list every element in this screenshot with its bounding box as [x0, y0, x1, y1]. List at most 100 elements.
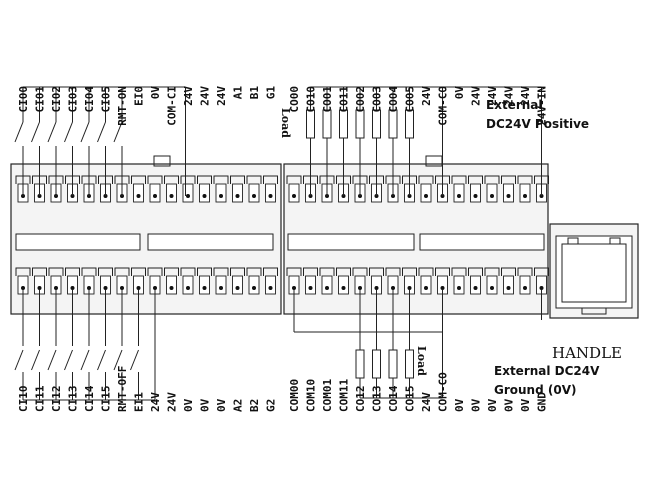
- top-right-pin-label: 24V: [470, 86, 483, 106]
- bottom-left-pin-label: 24V: [166, 392, 179, 412]
- handle-label: HANDLE: [552, 344, 622, 362]
- top-left-pin-label: CI05: [100, 86, 113, 113]
- bottom-left-pin-label: CI13: [67, 386, 80, 413]
- top-right-pin-label: 24V: [503, 86, 516, 106]
- switch-contact: [14, 349, 24, 371]
- external-ground-label-2: Ground (0V): [494, 383, 576, 397]
- bottom-right-pin-label: COM00: [288, 379, 301, 412]
- bottom-left-pin-label: 0V: [199, 398, 212, 412]
- top-right-pin-label: CO04: [387, 86, 400, 113]
- bottom-left-pin-label: A2: [232, 399, 245, 412]
- top-left-pin-label: CI04: [83, 86, 96, 113]
- bottom-left-pin-label: CI12: [50, 386, 63, 413]
- top-left-pin-label: CI02: [50, 86, 63, 113]
- top-left-pin-label: COM-CI: [166, 86, 179, 126]
- bottom-right-pin-label: 24V: [420, 392, 433, 412]
- right-bottom-terminals: [286, 267, 549, 295]
- bottom-left-pin-label: RMT-OFF: [116, 366, 129, 412]
- bottom-right-pin-label: CO15: [404, 386, 417, 413]
- switch-contact: [64, 121, 73, 143]
- top-right-pin-label: 24V: [519, 86, 532, 106]
- bottom-left-pin-label: CI10: [17, 386, 30, 413]
- external-ground-label-1: External DC24V: [494, 364, 600, 378]
- switch-contact: [113, 349, 123, 371]
- switch-contact: [47, 121, 57, 143]
- right-label-strip-b: [419, 233, 545, 251]
- load-resistor: [372, 109, 381, 139]
- top-right-pin-label: CO03: [371, 86, 384, 113]
- bottom-right-pin-label: CO14: [387, 385, 400, 412]
- switch-contact: [80, 349, 90, 371]
- bottom-left-pin-label: CI14: [83, 385, 96, 412]
- bottom-right-pin-label: 0V: [503, 398, 516, 412]
- bottom-right-pin-label: CO13: [371, 386, 384, 413]
- top-left-pin-label: B1: [248, 86, 261, 100]
- bottom-right-pin-label: 0V: [470, 398, 483, 412]
- switch-contact: [14, 121, 24, 143]
- top-left-pin-label: 24V: [215, 86, 228, 106]
- switch-contact: [97, 121, 106, 143]
- top-left-pin-label: EI0: [133, 86, 146, 106]
- top-right-pin-label: COM-CO: [437, 86, 450, 126]
- top-left-pin-label: CI00: [17, 86, 30, 113]
- external-positive-label-1: External: [486, 98, 542, 112]
- top-left-pin-label: CI03: [67, 86, 80, 113]
- top-left-pin-label: 0V: [149, 86, 162, 100]
- switch-contact: [47, 349, 57, 371]
- bottom-right-pin-label: 0V: [519, 398, 532, 412]
- load-resistor: [372, 349, 381, 379]
- left-bottom-terminals: [15, 267, 278, 295]
- bottom-right-pin-label: COM11: [338, 379, 351, 412]
- bottom-left-pin-label: CI15: [100, 386, 113, 413]
- top-left-pin-label: A1: [232, 86, 245, 100]
- bottom-right-pin-label: 0V: [486, 398, 499, 412]
- load-label-bottom: Load: [415, 346, 428, 376]
- top-left-pin-label: CI01: [34, 86, 47, 113]
- top-left-pin-label: 24V: [182, 86, 195, 106]
- bottom-left-pin-label: CI11: [34, 385, 47, 412]
- top-right-pin-label: CO02: [354, 86, 367, 113]
- load-resistor: [355, 349, 365, 379]
- top-left-pin-label: 24V: [199, 86, 212, 106]
- left-polarity-key: [153, 155, 171, 167]
- top-right-pin-label: CO01: [321, 86, 334, 113]
- load-resistor: [388, 349, 398, 379]
- bottom-right-pin-label: COM10: [305, 379, 318, 412]
- top-right-pin-label: CO00: [288, 86, 301, 113]
- switch-contact: [97, 349, 106, 371]
- bottom-left-pin-label: 0V: [215, 398, 228, 412]
- bottom-right-pin-label: GND: [536, 392, 549, 412]
- bottom-right-pin-label: COM-CO: [437, 372, 450, 412]
- top-right-pin-label: 24V-IN: [536, 86, 549, 126]
- bottom-left-pin-label: EI1: [133, 392, 146, 412]
- load-resistor: [405, 349, 414, 379]
- bottom-right-pin-label: 0V: [453, 398, 466, 412]
- bottom-left-pin-label: G2: [265, 399, 278, 412]
- switch-contact: [31, 121, 40, 143]
- load-resistor: [355, 109, 365, 139]
- switch-contact: [64, 349, 73, 371]
- top-right-pin-label: CO10: [305, 86, 318, 113]
- top-left-pin-label: RMT-ON: [116, 86, 129, 126]
- left-label-strip-b: [147, 233, 274, 251]
- top-right-pin-label: CO05: [404, 86, 417, 113]
- load-label-top: Load: [279, 108, 292, 138]
- load-resistor: [339, 109, 348, 139]
- top-right-pin-label: 0V: [453, 86, 466, 100]
- bottom-left-pin-label: 0V: [182, 398, 195, 412]
- top-right-pin-label: CO11: [338, 86, 351, 113]
- switch-contact: [80, 121, 90, 143]
- load-resistor: [388, 109, 398, 139]
- top-right-pin-label: 24V: [420, 86, 433, 106]
- bottom-right-pin-label: COM01: [321, 379, 334, 412]
- load-resistor: [405, 109, 414, 139]
- switch-contact: [130, 349, 139, 371]
- load-resistor: [306, 109, 315, 139]
- top-right-pin-label: 24V: [486, 86, 499, 106]
- bottom-right-pin-label: CO12: [354, 386, 367, 413]
- handle-connector: [549, 223, 639, 319]
- bottom-left-pin-label: B2: [248, 399, 261, 412]
- load-resistor: [322, 109, 332, 139]
